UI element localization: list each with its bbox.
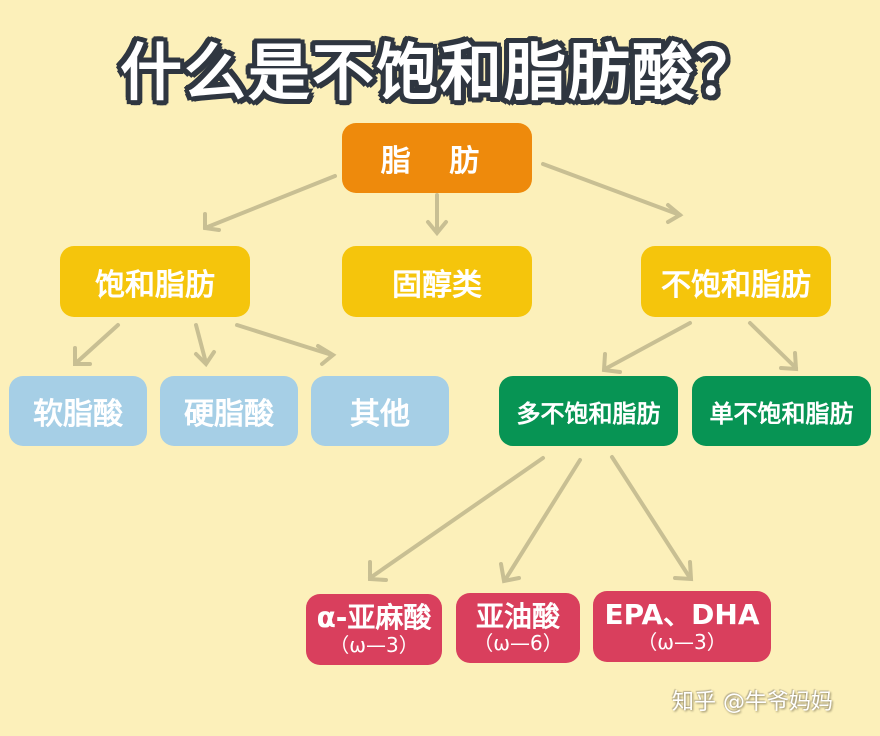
node-label: 脂 肪 [380, 144, 494, 179]
node-label: α-亚麻酸 [316, 601, 432, 635]
node-saturated-fat: 饱和脂肪 [60, 246, 250, 317]
node-sterols: 固醇类 [342, 246, 532, 317]
node-alpha-linolenic-acid: α-亚麻酸 （ω—3） [306, 594, 442, 665]
node-palmitic-acid: 软脂酸 [9, 376, 147, 446]
node-epa-dha: EPA、DHA （ω—3） [593, 591, 771, 662]
node-label: EPA、DHA [604, 598, 760, 632]
node-polyunsaturated-fat: 多不饱和脂肪 [499, 376, 678, 446]
watermark: 知乎 @牛爷妈妈 [672, 690, 833, 715]
node-label: 其他 [350, 397, 410, 432]
node-label: 亚油酸 [475, 599, 560, 633]
node-sublabel: （ω—3） [329, 632, 419, 657]
node-unsaturated-fat: 不饱和脂肪 [641, 246, 831, 317]
node-other: 其他 [311, 376, 449, 446]
node-label: 固醇类 [392, 267, 482, 303]
node-label: 饱和脂肪 [95, 267, 215, 303]
node-linoleic-acid: 亚油酸 （ω—6） [456, 593, 580, 663]
node-sublabel: （ω—3） [637, 629, 727, 654]
node-label: 不饱和脂肪 [661, 267, 811, 303]
node-sublabel: （ω—6） [473, 631, 563, 656]
node-fat: 脂 肪 [342, 123, 532, 193]
node-label: 软脂酸 [33, 397, 123, 432]
node-label: 多不饱和脂肪 [516, 399, 661, 428]
page-title: 什么是不饱和脂肪酸？ [119, 36, 760, 109]
node-label: 硬脂酸 [184, 397, 274, 432]
node-monounsaturated-fat: 单不饱和脂肪 [692, 376, 871, 446]
node-stearic-acid: 硬脂酸 [160, 376, 298, 446]
node-label: 单不饱和脂肪 [709, 399, 854, 428]
